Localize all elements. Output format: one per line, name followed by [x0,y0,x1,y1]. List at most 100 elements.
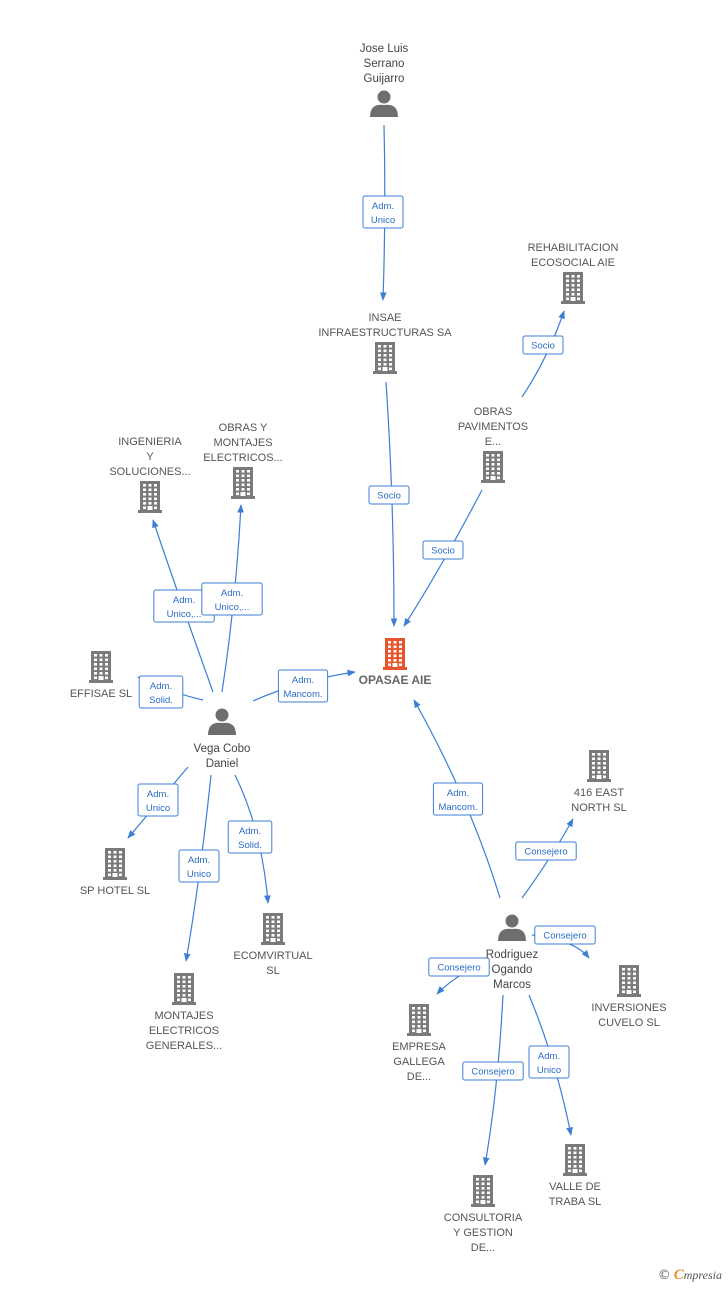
node-opasae[interactable]: OPASAE AIE [359,638,432,687]
node-label: GENERALES... [146,1040,222,1052]
node-cuvelo[interactable]: INVERSIONES CUVELO SL [591,965,667,1029]
node-sphotel[interactable]: SP HOTEL SL [80,848,150,897]
node-label: TRABA SL [549,1196,602,1208]
edge-label-box [432,782,484,816]
edge-label-text: Unico [537,1065,561,1076]
building-icon [481,451,505,483]
edge-label-text: Solid. [149,695,173,706]
edge-rodriguez-gallega[interactable]: Consejero [428,957,490,995]
edge-vega-effisae[interactable]: Adm. Solid. [137,675,204,709]
edge-jose-insae[interactable]: Adm.Unico [362,124,404,301]
building-icon [471,1175,495,1207]
node-effisae[interactable]: EFFISAE SL [70,651,132,700]
person-icon [208,708,236,735]
edge-label-text: Adm. [188,855,210,866]
building-icon [172,973,196,1005]
edge-vega-montajes[interactable]: Adm. Unico [178,774,220,962]
building-icon [563,1144,587,1176]
edge-obrasPav-rehab[interactable]: Socio [521,310,565,398]
building-icon [261,913,285,945]
node-gallega[interactable]: EMPRESAGALLEGADE... [392,1004,447,1083]
person-icon [498,914,526,941]
edge-label-text: Adm. [292,675,314,686]
edge-label-box [201,582,263,616]
edges-layer: Adm.UnicoSocioSocioSocioAdm.Unico,...Adm… [127,124,596,1166]
node-label: MONTAJES [154,1010,213,1022]
node-label: DE... [407,1071,431,1083]
node-label: ECOSOCIAL AIE [531,257,615,269]
node-rehab[interactable]: REHABILITACION ECOSOCIAL AIE [528,242,619,304]
edge-line [521,310,565,398]
node-label: REHABILITACION [528,242,619,254]
edge-rodriguez-east416[interactable]: Consejero [515,818,577,899]
edge-vega-obrasMont[interactable]: Adm.Unico,... [201,504,263,693]
node-label: Y [146,451,154,463]
edge-obrasPav-opasae[interactable]: Socio [403,489,483,627]
building-icon [407,1004,431,1036]
building-icon [138,481,162,513]
node-label: INFRAESTRUCTURAS SA [318,327,452,339]
edge-line [482,994,504,1166]
node-label: SOLUCIONES... [109,466,190,478]
edge-label-text: Solid. [238,840,262,851]
edge-label-text: Adm. [372,201,394,212]
node-label: Ogando [492,964,533,976]
edge-label-text: Adm. [221,588,243,599]
brand-logo-initial: C [673,1267,684,1283]
node-label: Jose Luis [360,43,409,55]
edge-label-text: Mancom. [283,689,322,700]
node-label: OBRAS [474,406,513,418]
edge-label-text: Consejero [543,931,586,942]
edge-vega-ingenieria[interactable]: Adm.Unico,... [152,519,215,693]
node-ingenieria[interactable]: INGENIERIAYSOLUCIONES... [109,436,191,513]
edge-label-box [522,335,564,355]
node-label: INVERSIONES [591,1002,666,1014]
node-label: Daniel [206,758,239,770]
node-label: Vega Cobo [194,743,251,755]
node-label: CUVELO SL [598,1017,660,1029]
brand-logo-text: mpresia [683,1268,722,1282]
edge-label-text: Unico [187,869,211,880]
node-label: GALLEGA [393,1056,445,1068]
brand-footer: © Cmpresia [658,1267,722,1284]
building-icon [89,651,113,683]
building-icon [617,965,641,997]
edge-label-box [138,675,184,709]
edge-rodriguez-opasae[interactable]: Adm.Mancom. [413,699,501,899]
edge-rodriguez-valle[interactable]: Adm.Unico [528,994,573,1136]
edge-label-box [227,820,273,854]
node-label: Rodriguez [486,949,539,961]
node-label: DE... [471,1242,495,1254]
building-icon [373,342,397,374]
edge-rodriguez-cuvelo[interactable]: Consejero [531,925,596,959]
edge-label-text: Unico [146,803,170,814]
edge-vega-ecomvirtual[interactable]: Adm.Solid. [227,774,273,904]
edge-vega-sphotel[interactable]: Adm.Unico [127,766,189,839]
node-label: Y GESTION [453,1227,513,1239]
node-label: INSAE [368,312,401,324]
node-label: E... [485,436,502,448]
node-obrasMont[interactable]: OBRAS YMONTAJESELECTRICOS... [203,422,283,499]
edge-rodriguez-consultoria[interactable]: Consejero [462,994,524,1166]
node-montajes[interactable]: MONTAJESELECTRICOSGENERALES... [146,973,222,1052]
node-label: OBRAS Y [219,422,268,434]
edge-label-box [528,1045,570,1079]
node-label: SP HOTEL SL [80,885,150,897]
edge-vega-opasae[interactable]: Adm. Mancom. [252,669,356,703]
edge-insae-opasae[interactable]: Socio [368,381,410,627]
edge-label-text: Adm. [447,788,469,799]
edge-label-text: Socio [431,546,455,557]
edge-label-text: Adm. [150,681,172,692]
node-obrasPav[interactable]: OBRASPAVIMENTOSE... [458,406,528,483]
node-insae[interactable]: INSAE INFRAESTRUCTURAS SA [318,312,452,374]
node-label: MONTAJES [213,437,272,449]
